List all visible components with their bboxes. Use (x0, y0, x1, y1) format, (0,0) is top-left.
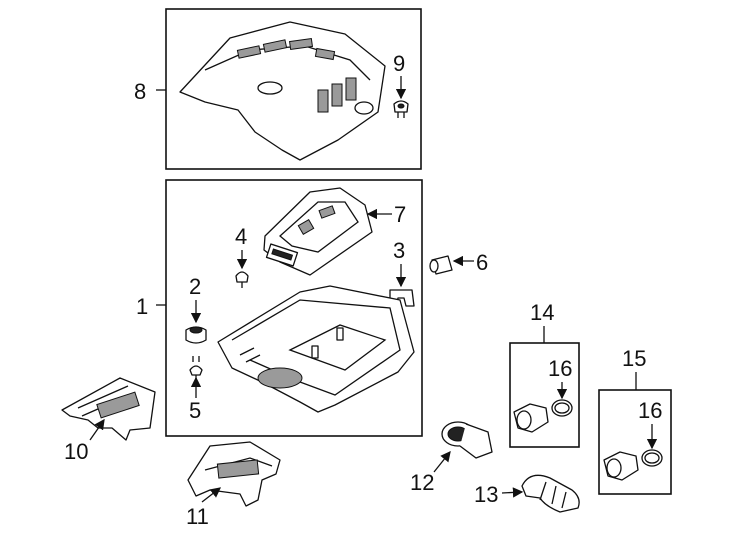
duct-part-10 (61, 377, 156, 441)
callout-16a: 16 (548, 356, 572, 381)
seal-ring-part-16a (551, 399, 573, 417)
duct-part-11 (187, 441, 281, 507)
kit-15-box (598, 389, 672, 495)
callout-14: 14 (530, 300, 554, 325)
mass-airflow-sensor-part-14 (513, 403, 549, 433)
callout-11: 11 (186, 504, 209, 529)
callout-5: 5 (189, 398, 201, 423)
air-filter-part (263, 187, 373, 276)
air-cleaner-group-box (165, 179, 423, 437)
grommet-part-2 (185, 326, 207, 344)
leader-10 (89, 418, 105, 441)
callout-6: 6 (476, 250, 488, 275)
callout-2: 2 (189, 274, 201, 299)
callout-8: 8 (134, 79, 146, 104)
mass-airflow-sensor-part-15 (603, 451, 639, 481)
air-box-housing-part (217, 285, 415, 413)
hose-part-13 (521, 474, 580, 513)
callout-1: 1 (136, 294, 148, 319)
leader-12 (433, 450, 451, 473)
clip-part-6 (429, 255, 453, 275)
callout-4: 4 (235, 224, 247, 249)
leader-11 (201, 487, 222, 503)
callout-3: 3 (393, 238, 405, 263)
callout-13: 13 (474, 482, 498, 507)
engine-cover-group-box (165, 8, 422, 170)
callout-16b: 16 (638, 398, 662, 423)
callout-10: 10 (64, 439, 88, 464)
seal-ring-part-16b (641, 449, 663, 467)
fastener-part-4 (235, 271, 249, 288)
inlet-elbow-part-12 (441, 421, 493, 459)
grommet-part-9 (393, 100, 409, 118)
callout-12: 12 (410, 470, 434, 495)
callout-9: 9 (393, 51, 405, 76)
fastener-part-5 (189, 356, 203, 382)
leader-13 (501, 487, 524, 498)
callout-15: 15 (622, 346, 646, 371)
callout-7: 7 (394, 202, 406, 227)
engine-cover-part (179, 21, 386, 161)
